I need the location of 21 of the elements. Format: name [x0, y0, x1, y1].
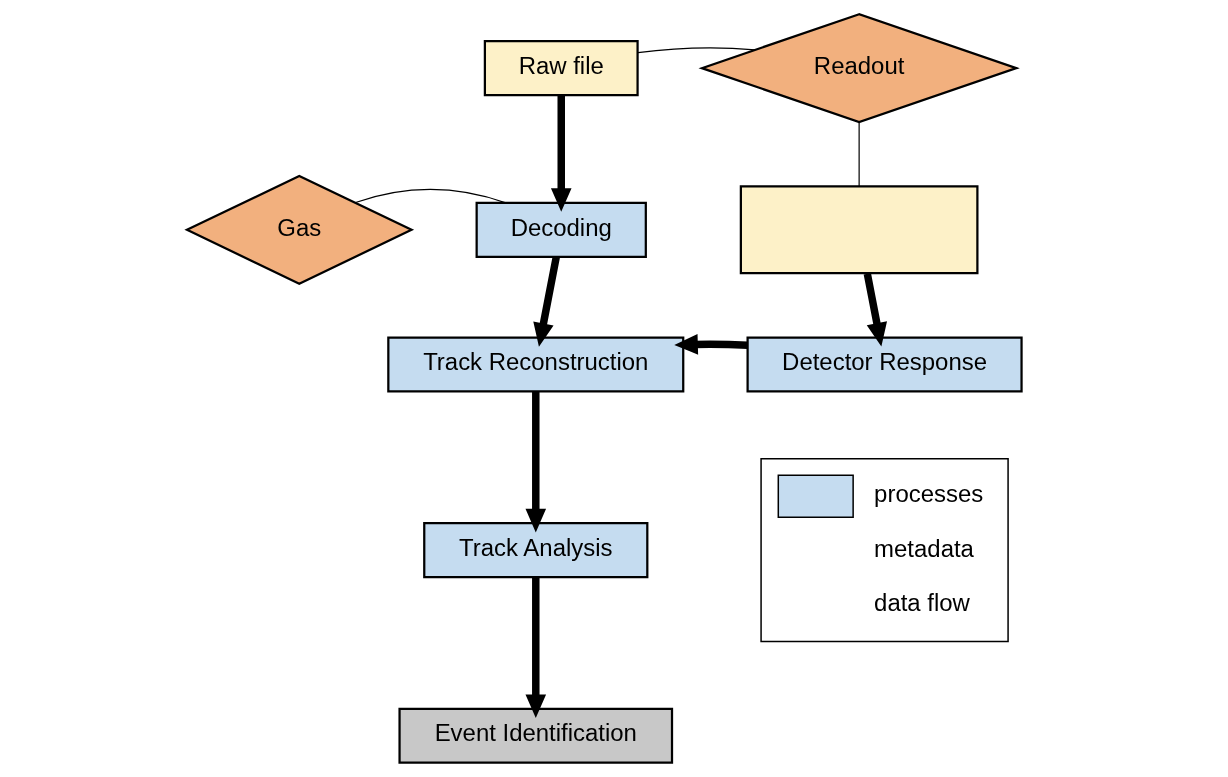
node-box: Decoding [475, 201, 647, 258]
node-diamond: Gas [184, 174, 415, 285]
connector [858, 121, 860, 187]
arrow [863, 273, 887, 347]
node-diamond: Readout [698, 13, 1020, 124]
node-box: Track Reconstruction [387, 336, 685, 393]
legend-label: processes [874, 479, 984, 507]
node-box [739, 185, 979, 275]
connector [354, 188, 507, 204]
arrow [525, 577, 547, 718]
arrow [674, 334, 748, 355]
connector [637, 47, 756, 54]
arrow [550, 95, 572, 212]
legend-label: metadata [874, 535, 974, 563]
arrow [533, 256, 560, 347]
legend-label: data flow [874, 589, 970, 617]
node-box: Track Analysis [423, 522, 649, 579]
node-box: Raw file [483, 40, 639, 97]
node-box: Event Identification [398, 707, 674, 764]
arrow [525, 391, 547, 533]
node-box: Detector Response [746, 336, 1023, 393]
